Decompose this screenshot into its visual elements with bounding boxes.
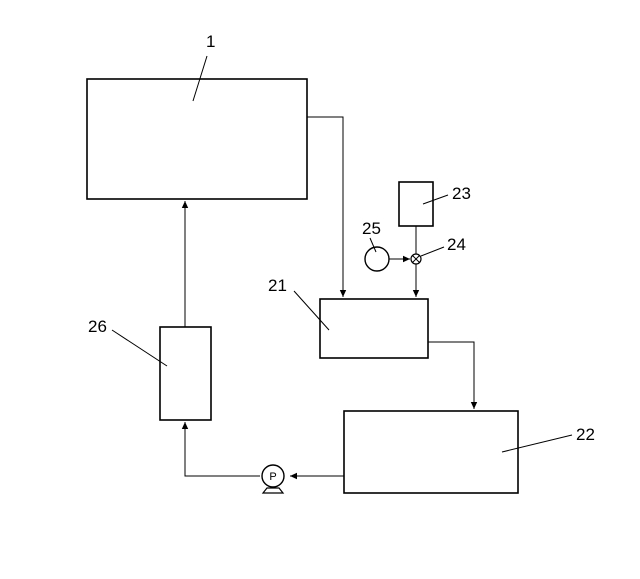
flow-21-to-22 — [428, 341, 478, 409]
label-24: 24 — [447, 235, 466, 254]
valve-24-icon — [410, 253, 422, 265]
leader-23 — [422, 194, 449, 205]
leader-22 — [501, 434, 573, 453]
label-23: 23 — [452, 184, 471, 203]
leader-25 — [369, 237, 377, 253]
unit-21-box — [319, 298, 429, 359]
leader-21 — [293, 290, 330, 331]
pump-letter: P — [269, 471, 276, 483]
unit-22-box — [343, 410, 519, 494]
unit-1-box — [86, 78, 308, 200]
label-22: 22 — [576, 425, 595, 444]
pump-icon: P — [261, 464, 285, 494]
unit-23-box — [398, 181, 434, 227]
leader-1 — [192, 55, 208, 102]
leader-24 — [420, 246, 445, 257]
label-26: 26 — [88, 317, 107, 336]
leader-26 — [111, 329, 168, 367]
component-25-circle — [364, 246, 390, 272]
label-25: 25 — [362, 219, 381, 238]
label-21: 21 — [268, 276, 287, 295]
unit-26-box — [159, 326, 212, 421]
flow-1-to-21 — [307, 116, 347, 297]
flow-pump-to-26 — [181, 422, 260, 477]
label-1: 1 — [206, 32, 215, 51]
